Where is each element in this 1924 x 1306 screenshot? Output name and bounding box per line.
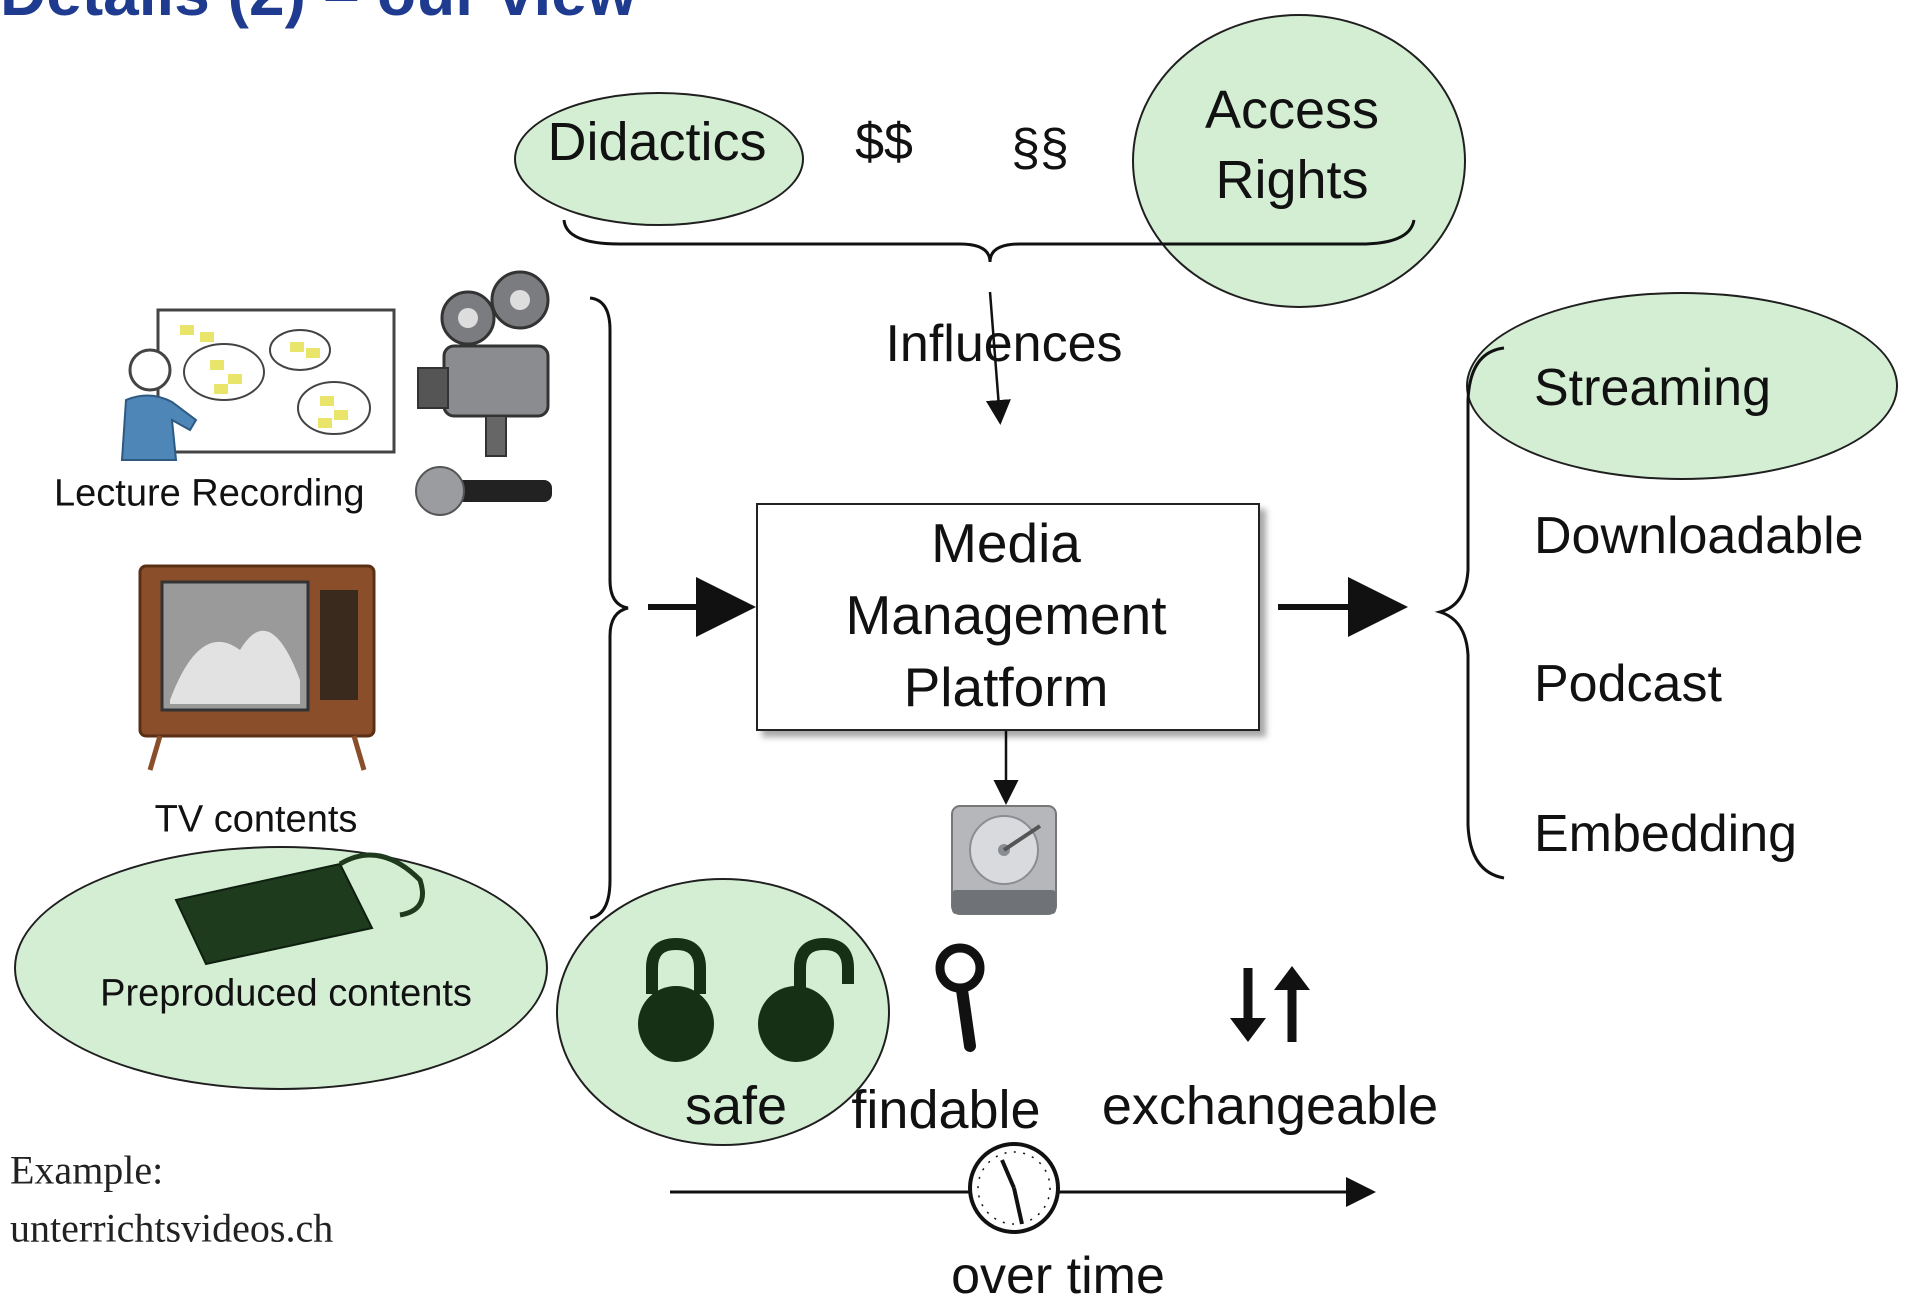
preproduced-contents-label: Preproduced contents	[100, 972, 472, 1015]
embedding-label: Embedding	[1534, 805, 1798, 863]
outputs-brace	[1434, 346, 1505, 880]
didactics-highlight	[514, 92, 804, 226]
example-label: Example:	[10, 1147, 164, 1193]
didactics-label: Didactics	[547, 112, 767, 172]
podcast-label: Podcast	[1534, 655, 1722, 713]
tv-contents-label: TV contents	[154, 798, 358, 841]
access-rights-line1: Access	[1204, 80, 1380, 140]
safe-label: safe	[684, 1076, 788, 1136]
platform-line3: Platform	[903, 656, 1109, 718]
exchangeable-label: exchangeable	[1101, 1076, 1439, 1136]
platform-line1: Media	[931, 512, 1081, 574]
whiteboard-presenter-icon	[120, 308, 396, 461]
top-brace	[562, 219, 1416, 263]
over-time-label: over time	[951, 1247, 1165, 1305]
money-label: $$	[855, 113, 913, 171]
lock-closed-icon	[638, 937, 714, 1062]
inputs-brace	[589, 296, 629, 920]
lecture-recording-label: Lecture Recording	[54, 472, 365, 515]
magnifier-icon	[935, 943, 985, 1052]
platform-line2: Management	[845, 584, 1167, 646]
findable-label: findable	[851, 1080, 1041, 1140]
platform-text: Media Management Platform	[756, 503, 1256, 727]
access-rights-line2: Rights	[1215, 150, 1369, 210]
safe-highlight	[556, 878, 890, 1146]
clock-icon	[968, 1142, 1060, 1234]
law-label: §§	[1011, 119, 1069, 177]
example-url: unterrichtsvideos.ch	[10, 1205, 334, 1251]
microphone-icon	[415, 466, 552, 516]
streaming-highlight	[1466, 292, 1898, 480]
exchange-arrows-icon	[1230, 966, 1310, 1042]
lock-open-icon	[758, 937, 854, 1062]
page-title: Details (2) – our view	[0, 0, 637, 30]
influences-label: Influences	[885, 315, 1123, 373]
access-rights-highlight	[1132, 14, 1466, 308]
downloadable-label: Downloadable	[1534, 507, 1864, 565]
hard-drive-icon	[951, 805, 1057, 915]
media-management-platform-box	[756, 503, 1260, 731]
influences-arrow	[985, 291, 1011, 425]
film-camera-icon	[417, 270, 550, 457]
streaming-label: Streaming	[1534, 359, 1771, 417]
television-icon	[138, 564, 376, 771]
videocassette-icon	[174, 852, 425, 966]
